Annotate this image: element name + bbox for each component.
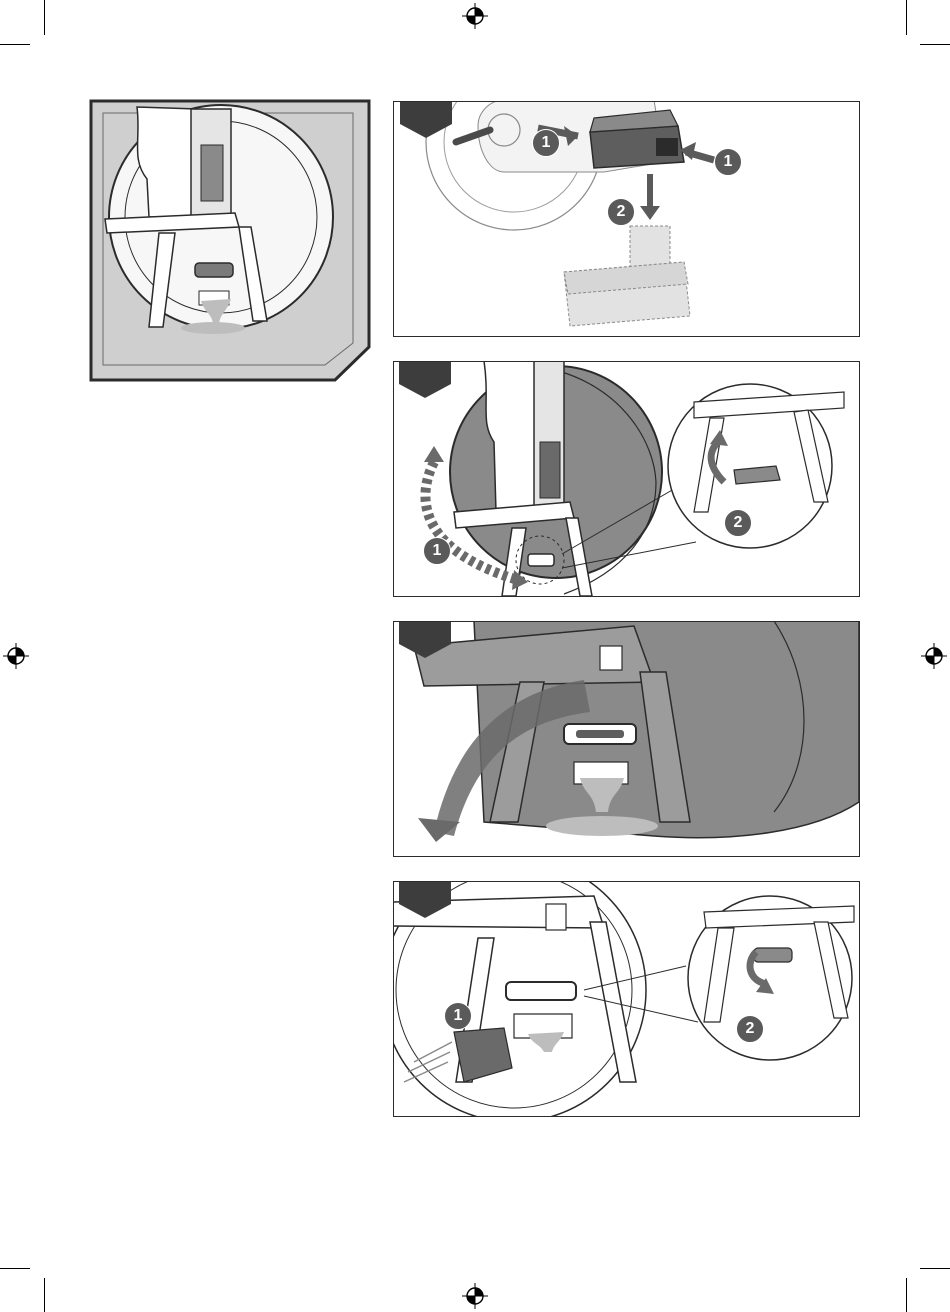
crop-mark-bottom-left-h	[0, 1268, 30, 1269]
panel-b-remove-battery: 1 1 2	[393, 101, 860, 337]
panel-c-tilt-and-open-drain: 1 2	[393, 361, 860, 597]
crop-mark-bottom-right-h	[920, 1268, 950, 1269]
step-badge: 1	[444, 1002, 472, 1030]
panel-e-wipe-and-close: 1 2	[393, 881, 860, 1117]
crop-mark-top-left-h	[0, 44, 30, 45]
crop-mark-top-left-v	[44, 0, 45, 35]
registration-mark-icon	[462, 3, 488, 29]
registration-mark-icon	[3, 643, 29, 669]
step-badge: 1	[714, 148, 742, 176]
step-badge: 1	[532, 129, 560, 157]
crop-mark-bottom-left-v	[44, 1278, 45, 1312]
registration-mark-icon	[462, 1283, 488, 1309]
crop-mark-top-right-h	[920, 44, 950, 45]
step-badge: 1	[423, 537, 451, 565]
step-badge: 2	[607, 198, 635, 226]
step-badge: 2	[736, 1015, 764, 1043]
step-badge: 2	[724, 509, 752, 537]
panel-a-overview-illustration	[89, 99, 371, 382]
crop-mark-top-right-v	[906, 0, 907, 35]
crop-mark-bottom-right-v	[906, 1278, 907, 1312]
registration-mark-icon	[921, 643, 947, 669]
panel-d-drain-water	[393, 621, 860, 857]
